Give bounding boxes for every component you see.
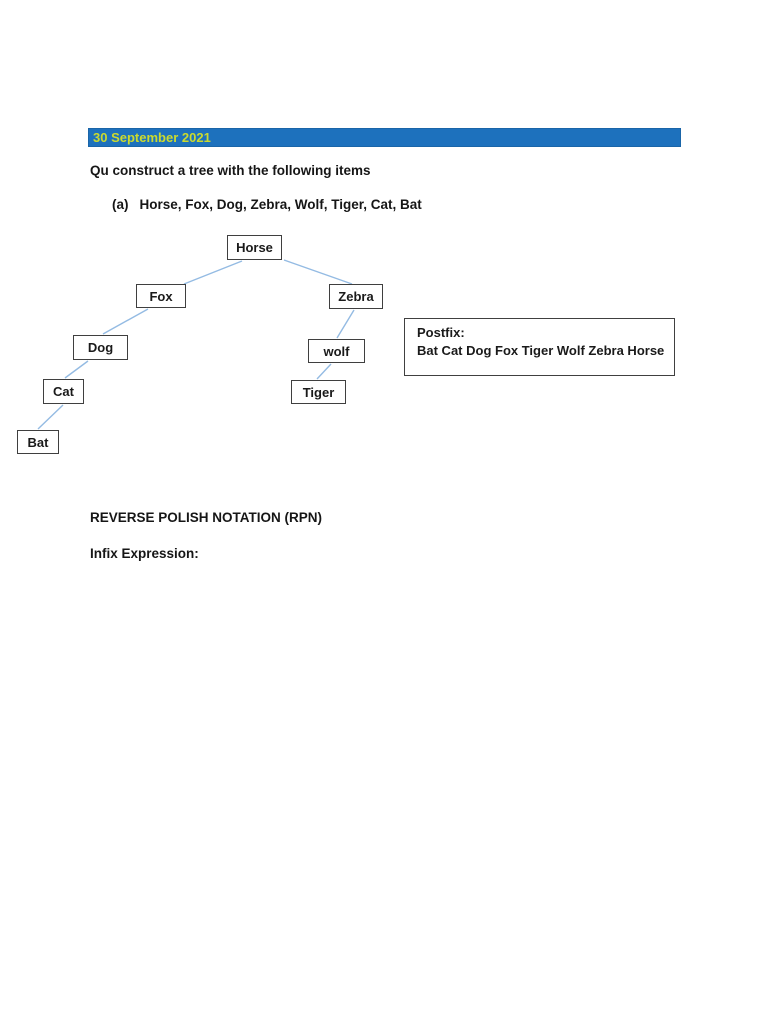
edge-horse-fox bbox=[183, 260, 243, 285]
infix-expression-label: Infix Expression: bbox=[90, 546, 199, 561]
tree-node-label: Fox bbox=[149, 288, 173, 304]
date-header-bar: 30 September 2021 bbox=[88, 128, 681, 147]
list-item-a: (a) Horse, Fox, Dog, Zebra, Wolf, Tiger,… bbox=[112, 197, 422, 212]
tree-node-zebra: Zebra bbox=[329, 284, 383, 309]
tree-node-tiger: Tiger bbox=[291, 380, 346, 404]
edge-fox-dog bbox=[102, 308, 149, 335]
tree-node-bat: Bat bbox=[17, 430, 59, 454]
tree-node-label: Bat bbox=[27, 434, 49, 450]
postfix-answer-box: Postfix: Bat Cat Dog Fox Tiger Wolf Zebr… bbox=[404, 318, 675, 376]
tree-node-cat: Cat bbox=[43, 379, 84, 404]
tree-node-label: Horse bbox=[236, 240, 273, 255]
edge-dog-cat bbox=[64, 360, 89, 379]
tree-node-horse: Horse bbox=[227, 235, 282, 260]
tree-node-label: Tiger bbox=[302, 384, 335, 400]
edge-cat-bat bbox=[37, 404, 64, 430]
tree-node-label: wolf bbox=[323, 343, 350, 359]
list-item-marker: (a) bbox=[112, 197, 129, 212]
list-item-text: Horse, Fox, Dog, Zebra, Wolf, Tiger, Cat… bbox=[139, 197, 422, 212]
tree-node-wolf: wolf bbox=[308, 339, 365, 363]
tree-node-label: Cat bbox=[53, 384, 74, 399]
tree-node-label: Dog bbox=[87, 340, 114, 355]
edge-horse-zebra bbox=[283, 259, 353, 285]
tree-node-dog: Dog bbox=[73, 335, 128, 360]
question-intro-text: Qu construct a tree with the following i… bbox=[90, 163, 371, 178]
tree-node-label: Zebra bbox=[338, 289, 374, 304]
date-header-text: 30 September 2021 bbox=[93, 130, 211, 145]
postfix-sequence: Bat Cat Dog Fox Tiger Wolf Zebra Horse bbox=[417, 343, 665, 358]
edge-wolf-tiger bbox=[316, 363, 332, 380]
rpn-section-heading: REVERSE POLISH NOTATION (RPN) bbox=[90, 510, 323, 525]
edge-zebra-wolf bbox=[336, 309, 355, 339]
tree-node-fox: Fox bbox=[136, 284, 186, 308]
postfix-title: Postfix: bbox=[417, 325, 465, 340]
